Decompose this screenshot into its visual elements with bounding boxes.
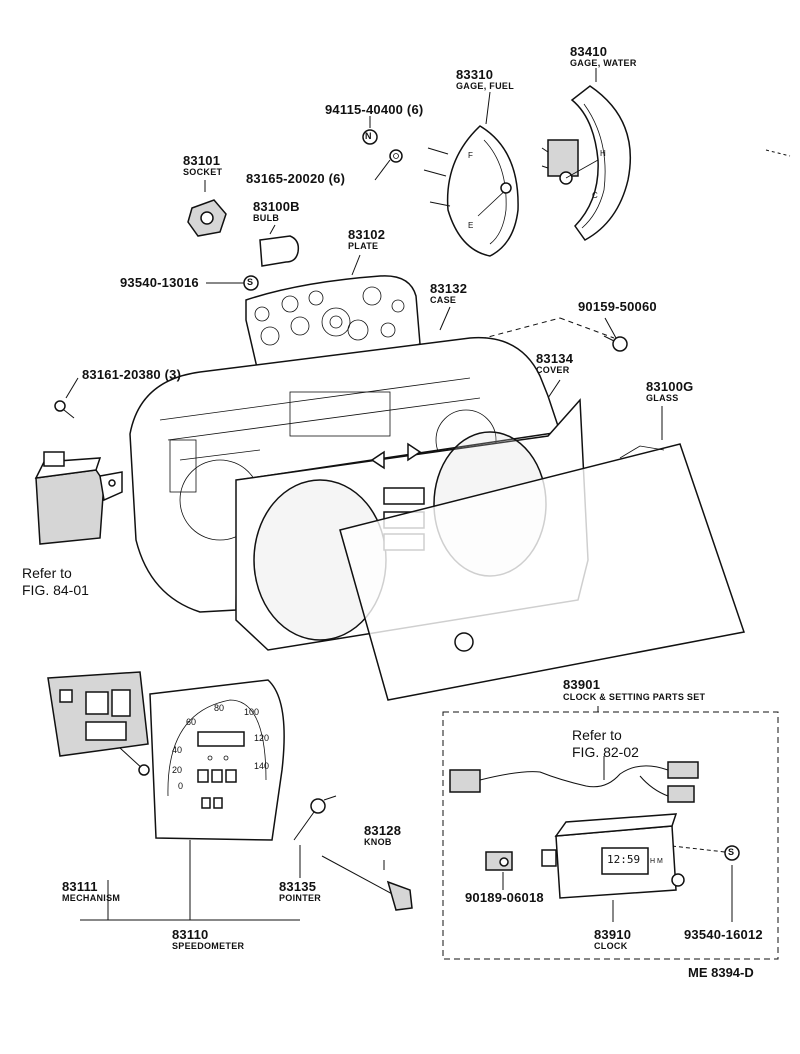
callout-83100g-name: GLASS [646, 393, 679, 403]
pointer-part [293, 795, 337, 841]
printed-plate [245, 275, 421, 373]
clock-harness [449, 761, 699, 803]
reference-fig-82-02-line2: FIG. 82-02 [572, 744, 639, 760]
callout-83901-name: CLOCK & SETTING PARTS SET [563, 692, 706, 702]
fuel-gauge [423, 125, 519, 257]
speed-tick-0: 0 [178, 781, 184, 791]
callout-83310-name: GAGE, FUEL [456, 81, 515, 91]
callout-83111-number: 83111 [62, 879, 98, 894]
callout-83132-number: 83132 [430, 281, 468, 296]
speedometer-mechanism [47, 671, 150, 776]
callout-83134-name: COVER [536, 365, 570, 375]
relay-module [34, 451, 123, 545]
water-cold-mark: C [592, 191, 598, 200]
leader-lines [65, 68, 733, 922]
callout-83100b-name: BULB [253, 213, 280, 223]
callout-83128-name: KNOB [364, 837, 392, 847]
bulb-part [259, 235, 300, 267]
callout-90159-number: 90159-50060 [578, 299, 657, 314]
reference-fig-84-01-line2: FIG. 84-01 [22, 582, 89, 598]
nut-94115 [362, 129, 378, 145]
callout-83901-number: 83901 [563, 677, 601, 692]
clip-part [485, 851, 513, 871]
speed-tick-140: 140 [254, 761, 270, 771]
callout-83110-name: SPEEDOMETER [172, 941, 245, 951]
callout-83100g-number: 83100G [646, 379, 694, 394]
fuel-empty-mark: E [468, 221, 474, 230]
callout-83135-name: POINTER [279, 893, 322, 903]
callout-93540-16012-number: 93540-16012 [684, 927, 763, 942]
callout-83100b-number: 83100B [253, 199, 300, 214]
callout-83101-name: SOCKET [183, 167, 223, 177]
callout-83102-number: 83102 [348, 227, 386, 242]
callout-83135-number: 83135 [279, 879, 317, 894]
callout-83910-number: 83910 [594, 927, 632, 942]
meter-glass [339, 443, 745, 701]
speed-tick-60: 60 [186, 717, 197, 727]
reference-fig-82-02-line1: Refer to [572, 727, 622, 743]
speed-tick-100: 100 [244, 707, 260, 717]
screw-93540-13016 [243, 275, 259, 291]
screw-93540-16012 [724, 845, 740, 861]
callout-83132-name: CASE [430, 295, 457, 305]
callout-83410-name: GAGE, WATER [570, 58, 637, 68]
speed-tick-120: 120 [254, 733, 270, 743]
callout-83134-number: 83134 [536, 351, 574, 366]
reference-fig-84-01-line1: Refer to [22, 565, 72, 581]
callout-90189-number: 90189-06018 [465, 890, 544, 905]
nut-marker: N [365, 131, 372, 141]
callout-83101-number: 83101 [183, 153, 221, 168]
callout-83111-name: MECHANISM [62, 893, 121, 903]
screw-90159 [603, 335, 628, 352]
drawing-code: ME 8394-D [688, 965, 754, 980]
callout-83128-number: 83128 [364, 823, 402, 838]
clock-unit [541, 813, 685, 899]
screw-83161 [54, 400, 75, 419]
callout-94115-number: 94115-40400 (6) [325, 102, 424, 117]
callout-83910-name: CLOCK [594, 941, 628, 951]
callout-83310-number: 83310 [456, 67, 494, 82]
socket-part [187, 199, 227, 237]
water-gauge [541, 85, 791, 241]
callout-93540-13016-number: 93540-13016 [120, 275, 199, 290]
callout-83165-number: 83165-20020 (6) [246, 171, 346, 186]
screw-marker-b: S [728, 847, 735, 857]
fuel-full-mark: F [468, 151, 473, 160]
speedometer-face [149, 679, 285, 841]
meter-case [129, 336, 561, 613]
knob-part [321, 855, 413, 911]
callout-83110-number: 83110 [172, 927, 209, 942]
clock-hm-label: H M [650, 858, 663, 865]
washer-83165 [389, 149, 403, 163]
speed-tick-40: 40 [172, 745, 183, 755]
callout-83410-number: 83410 [570, 44, 608, 59]
speed-tick-80: 80 [214, 703, 225, 713]
clock-display-time: 12:59 [607, 853, 641, 866]
water-hot-mark: H [600, 149, 606, 158]
speed-tick-20: 20 [172, 765, 183, 775]
clock-set-boundary [442, 711, 779, 960]
callout-83102-name: PLATE [348, 241, 379, 251]
callout-83161-number: 83161-20380 (3) [82, 367, 182, 382]
screw-marker-a: S [247, 277, 254, 287]
